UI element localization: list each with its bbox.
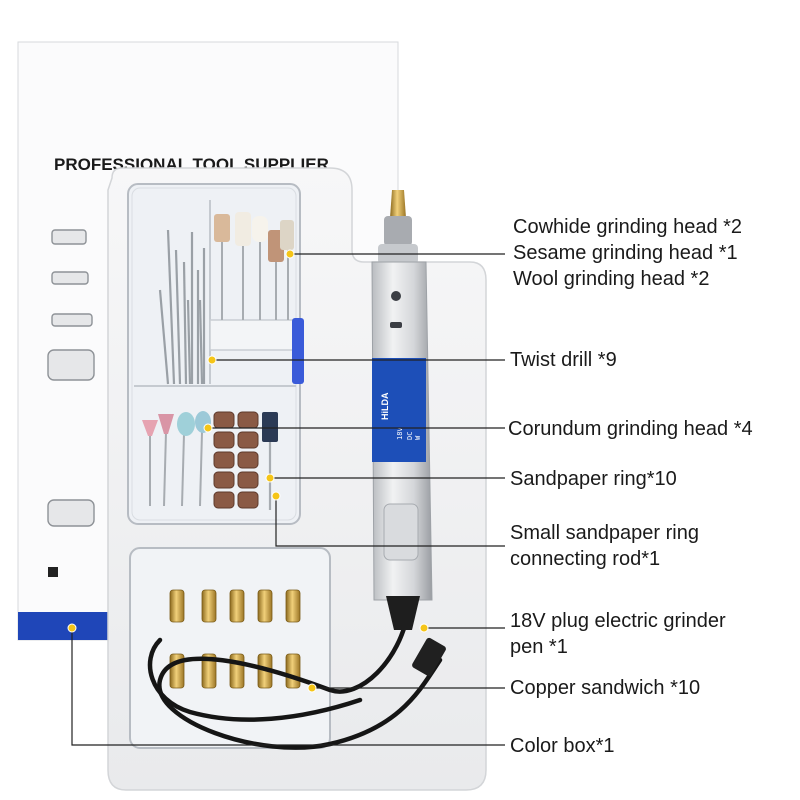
grinder-pen: HiLDA 18V DC W <box>371 190 433 630</box>
power-cable <box>147 609 443 750</box>
pen-spec-3: W <box>414 435 422 440</box>
label-sesame: Sesame grinding head *1 <box>513 242 738 264</box>
label-pen-1: 18V plug electric grinder <box>510 610 726 632</box>
callout-lines <box>71 253 505 746</box>
label-color-box: Color box*1 <box>510 735 615 757</box>
pen-spec-1: 18V <box>396 427 404 440</box>
twist-drills <box>158 229 206 385</box>
callout-dots <box>67 249 429 693</box>
label-cowhide: Cowhide grinding head *2 <box>513 216 743 238</box>
label-connecting-rod-1: Small sandpaper ring <box>510 522 699 544</box>
box-latch <box>292 318 304 384</box>
label-wool: Wool grinding head *2 <box>513 268 710 290</box>
label-twist-drill: Twist drill *9 <box>510 349 617 371</box>
box-tool-icons <box>47 229 95 527</box>
accessory-box <box>127 183 304 525</box>
corundum-heads <box>142 411 211 507</box>
dc-plug <box>412 637 446 677</box>
label-copper: Copper sandwich *10 <box>510 677 701 699</box>
sandpaper-rings <box>213 411 259 509</box>
label-corundum: Corundum grinding head *4 <box>508 418 753 440</box>
grinding-heads-top <box>214 212 294 320</box>
label-pen-2: pen *1 <box>510 636 568 658</box>
connecting-rod <box>262 412 278 442</box>
label-sandpaper-ring: Sandpaper ring*10 <box>510 468 677 490</box>
pen-brand: HiLDA <box>380 392 390 420</box>
pen-label <box>372 358 426 462</box>
pen-spec-2: DC <box>406 432 414 440</box>
label-connecting-rod-2: connecting rod*1 <box>510 548 661 570</box>
copper-box <box>129 547 331 749</box>
